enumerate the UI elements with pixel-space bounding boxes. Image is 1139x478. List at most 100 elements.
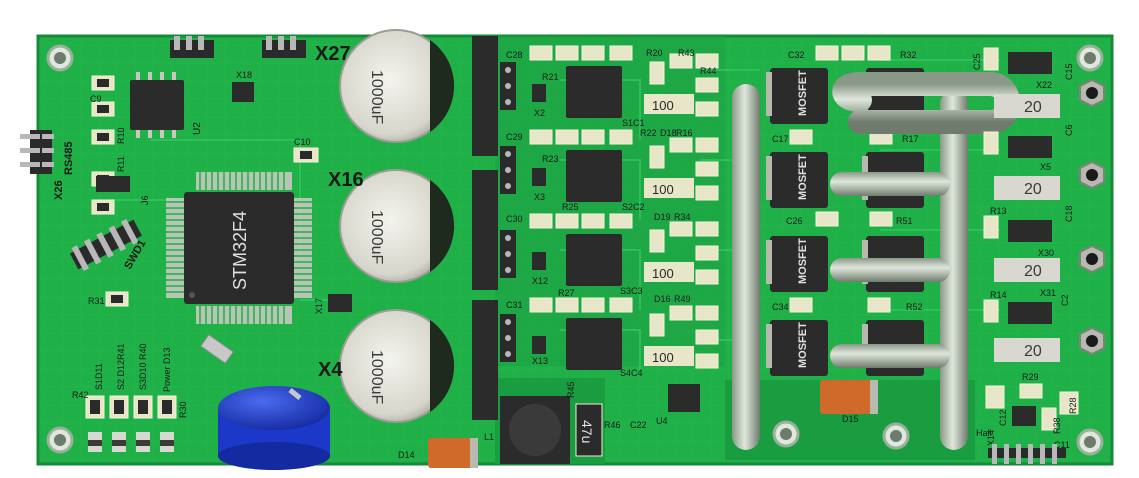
- label-power-d13: Power D13: [162, 347, 172, 392]
- ind2-value: 100: [652, 182, 674, 197]
- label-r40: R40: [138, 343, 148, 360]
- label-c32: C32: [788, 50, 805, 60]
- label-x17: X17: [314, 298, 324, 314]
- label-x14: X14: [986, 430, 996, 446]
- label-c11: C11: [1054, 440, 1070, 450]
- label-x4: X4: [318, 359, 343, 381]
- label-l2: 47u: [579, 420, 595, 443]
- header-rs485: [20, 130, 54, 174]
- channel-rows: [500, 45, 719, 370]
- label-c22: C22: [630, 420, 647, 430]
- label-c25: C25: [972, 53, 982, 70]
- label-rs485: RS485: [63, 141, 75, 175]
- output-inductors: [994, 94, 1060, 362]
- label-x27: X27: [315, 43, 351, 65]
- label-r23: R23: [542, 154, 559, 164]
- mosfet-label-3: MOSFET: [797, 238, 809, 284]
- mosfet-label-2: MOSFET: [797, 154, 809, 200]
- label-r16: R16: [676, 128, 693, 138]
- label-r14: R14: [990, 290, 1007, 300]
- label-s2d12: S2 D12: [116, 360, 126, 390]
- label-x3: X3: [534, 192, 545, 202]
- label-r17: R17: [902, 134, 919, 144]
- bulk-capacitor-3: [339, 300, 498, 423]
- ind4-value: 100: [652, 350, 674, 365]
- big-ind-4: 20: [1024, 343, 1042, 360]
- label-hall: Hall: [976, 428, 992, 438]
- label-x18: X18: [236, 70, 252, 80]
- big-ind-1: 20: [1024, 99, 1042, 116]
- label-s4c4: S4C4: [620, 368, 643, 378]
- label-s3c3: S3C3: [620, 286, 643, 296]
- label-c10: C10: [294, 137, 311, 147]
- label-r31: R31: [88, 296, 105, 306]
- label-d14: D14: [398, 450, 415, 460]
- header-swd: [69, 218, 142, 272]
- header-x27-pins: [170, 36, 306, 58]
- label-r44: R44: [700, 66, 717, 76]
- label-r41: R41: [116, 343, 126, 360]
- cap3-value: 1000uF: [368, 350, 385, 404]
- label-x31: X31: [1040, 288, 1056, 298]
- label-r42: R42: [72, 390, 89, 400]
- label-c30: C30: [506, 214, 523, 224]
- label-r11: R11: [116, 156, 126, 172]
- label-d18: D18: [660, 128, 677, 138]
- mcu-stm32f4: [166, 172, 312, 324]
- label-r29: R29: [1022, 372, 1039, 382]
- label-x2: X2: [534, 108, 545, 118]
- label-r22: R22: [640, 128, 657, 138]
- label-r25: R25: [562, 202, 579, 212]
- label-u4: U4: [656, 416, 668, 426]
- label-c12: C12: [998, 409, 1008, 426]
- label-x16: X16: [328, 169, 364, 191]
- label-r13: R13: [990, 206, 1007, 216]
- cap2-value: 1000uF: [368, 210, 385, 264]
- label-c31: C31: [506, 300, 523, 310]
- label-s1c1: S1C1: [622, 118, 645, 128]
- label-r32: R32: [900, 50, 917, 60]
- label-c9: C9: [90, 94, 102, 104]
- label-r27: R27: [558, 288, 575, 298]
- status-leds: [85, 395, 177, 452]
- label-r24: D19: [654, 212, 671, 222]
- label-j6: J6: [140, 195, 150, 205]
- output-terminals: [1079, 78, 1105, 356]
- label-s2c2: S2C2: [622, 202, 645, 212]
- label-s1d11: S1D11: [94, 363, 104, 390]
- label-l1: L1: [484, 432, 494, 442]
- bulk-capacitor-1: [339, 29, 498, 156]
- header-hall: [988, 444, 1066, 464]
- label-c29: C29: [506, 132, 523, 142]
- label-r30: R30: [178, 401, 188, 418]
- blue-capacitor: [218, 386, 330, 470]
- label-c15: C15: [1064, 63, 1074, 80]
- label-r49: R49: [674, 294, 691, 304]
- label-r51: R51: [896, 216, 913, 226]
- label-r28: R28: [1068, 397, 1078, 414]
- label-x26: X26: [53, 180, 65, 200]
- label-u2: U2: [192, 122, 203, 135]
- label-r43: R43: [678, 48, 695, 58]
- label-r46: R46: [604, 420, 621, 430]
- label-d15: D15: [842, 414, 859, 424]
- label-c28: C28: [506, 50, 523, 60]
- label-c6: C6: [1064, 124, 1074, 136]
- cap1-value: 1000uF: [368, 70, 385, 124]
- label-r20: R20: [646, 48, 663, 58]
- label-r21: R21: [542, 72, 559, 82]
- label-r45: R45: [566, 381, 576, 398]
- big-ind-2: 20: [1024, 181, 1042, 198]
- label-r10: R10: [116, 127, 126, 144]
- label-r34: R34: [674, 212, 691, 222]
- ic-u2: [130, 72, 184, 138]
- label-c26: C26: [786, 216, 803, 226]
- label-x22: X22: [1036, 80, 1052, 90]
- label-x5: X5: [1040, 162, 1051, 172]
- label-r38: R38: [1052, 417, 1062, 434]
- big-ind-3: 20: [1024, 263, 1042, 280]
- label-x12: X12: [532, 276, 548, 286]
- busbars: [732, 72, 1020, 450]
- label-c18: C18: [1064, 205, 1074, 222]
